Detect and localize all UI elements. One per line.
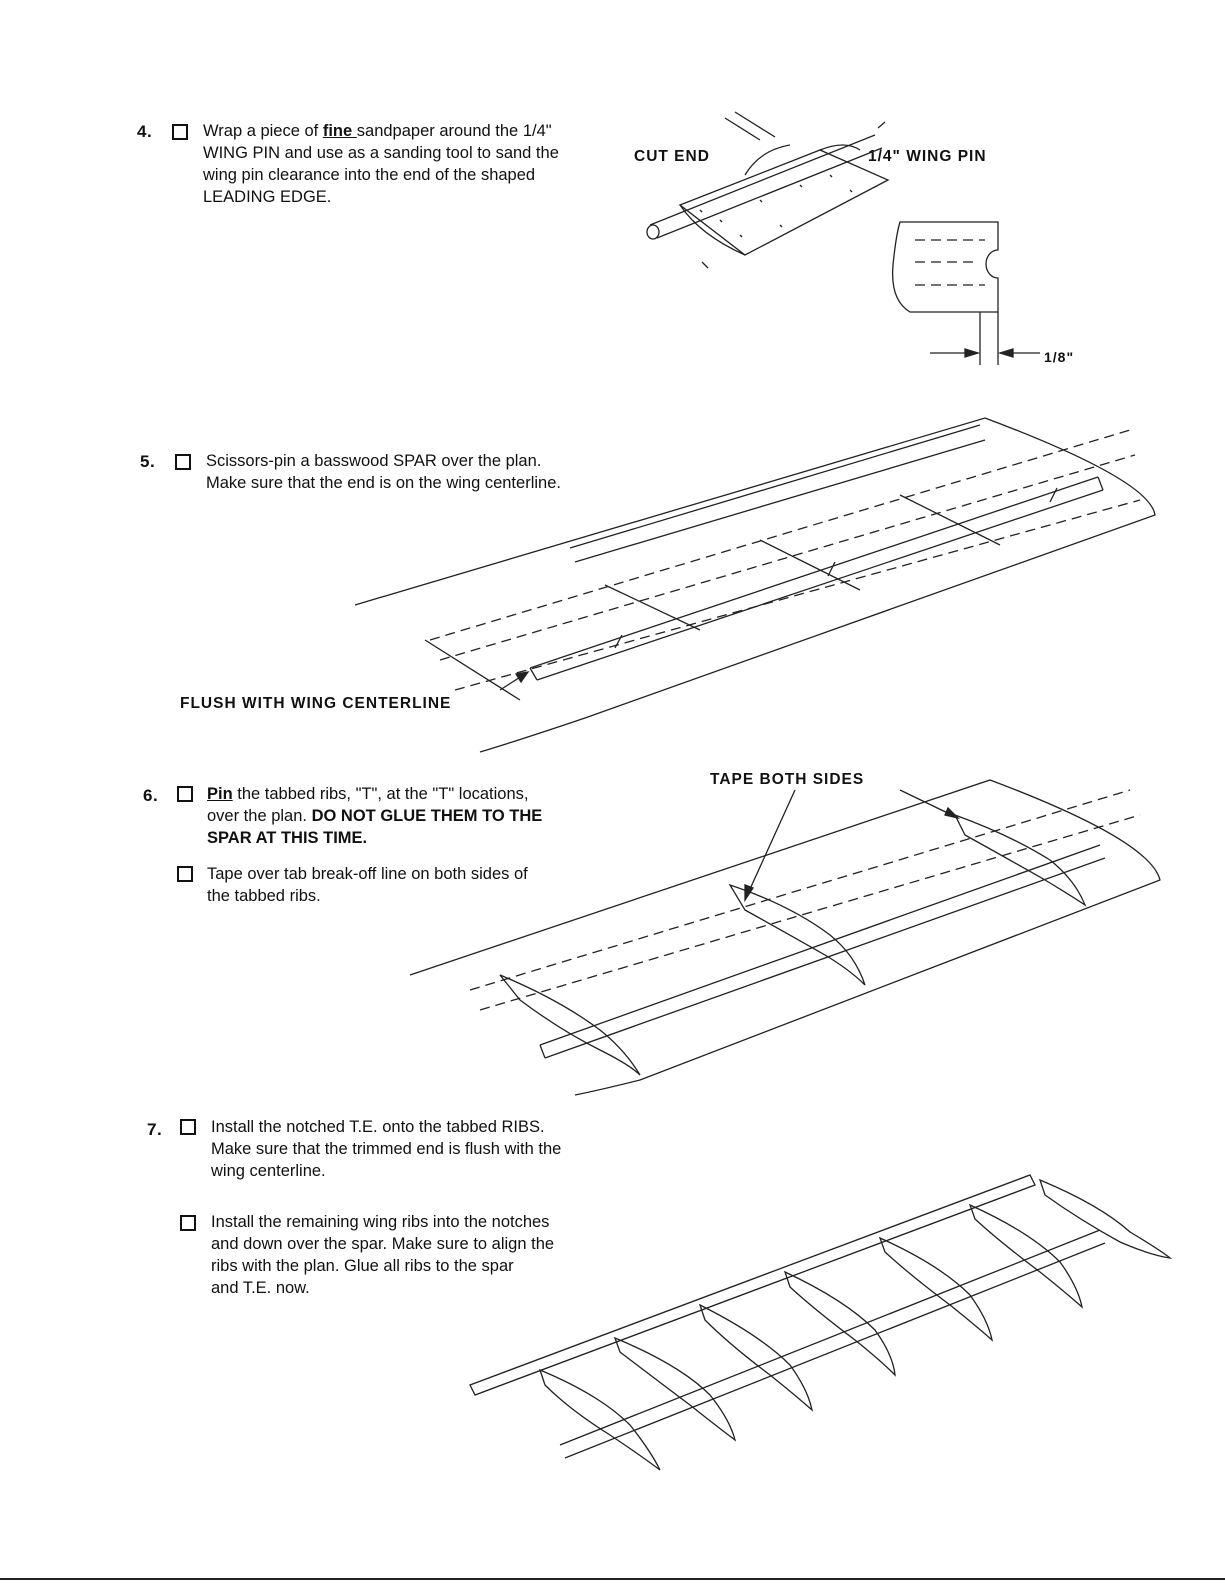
step-6-line3: SPAR AT THIS TIME. bbox=[207, 829, 368, 847]
wing-framework-illustration bbox=[469, 1174, 1173, 1471]
step-7b-line2: and down over the spar. Make sure to ali… bbox=[211, 1235, 555, 1253]
step-7a-checkbox[interactable] bbox=[180, 1119, 196, 1135]
spar-on-plan-illustration bbox=[354, 417, 1156, 753]
step-4-checkbox[interactable] bbox=[172, 124, 188, 140]
step-5-line1: Scissors-pin a basswood SPAR over the pl… bbox=[206, 452, 542, 470]
callout-dimension: 1/8" bbox=[1044, 349, 1075, 365]
step-7-number: 7. bbox=[147, 1120, 163, 1139]
step-5-checkbox[interactable] bbox=[175, 454, 191, 470]
step-7b-checkbox[interactable] bbox=[180, 1215, 196, 1231]
step-5-line2: Make sure that the end is on the wing ce… bbox=[206, 474, 561, 492]
step-6-line1: the tabbed ribs, "T", at the "T" locatio… bbox=[232, 785, 529, 803]
bottom-rule bbox=[0, 1578, 1225, 1580]
step-5-number: 5. bbox=[140, 452, 156, 471]
step-5-text: Scissors-pin a basswood SPAR over the pl… bbox=[206, 450, 646, 494]
step-4-number: 4. bbox=[137, 122, 153, 141]
step-6b-text: Tape over tab break-off line on both sid… bbox=[207, 863, 627, 907]
tabbed-ribs-illustration bbox=[409, 779, 1161, 1096]
step-6-number: 6. bbox=[143, 786, 159, 805]
step-6-line2-pre: over the plan. bbox=[207, 807, 312, 825]
step-7a-line2: Make sure that the trimmed end is flush … bbox=[211, 1140, 562, 1158]
step-6b-checkbox[interactable] bbox=[177, 866, 193, 882]
step-7a-text: Install the notched T.E. onto the tabbed… bbox=[211, 1116, 651, 1182]
step-4-text: Wrap a piece of fine sandpaper around th… bbox=[203, 120, 633, 208]
callout-cut-end: CUT END bbox=[634, 148, 710, 165]
step-7a-line1: Install the notched T.E. onto the tabbed… bbox=[211, 1118, 545, 1136]
step-7b-line3: ribs with the plan. Glue all ribs to the… bbox=[211, 1257, 514, 1275]
step-4-line1-post: sandpaper around the 1/4" bbox=[356, 122, 552, 140]
step-4-fine: fine bbox=[322, 122, 357, 140]
step-7a-line3: wing centerline. bbox=[211, 1162, 326, 1180]
callout-tape-both-sides: TAPE BOTH SIDES bbox=[710, 771, 865, 788]
step-7b-text: Install the remaining wing ribs into the… bbox=[211, 1211, 651, 1299]
leading-edge-detail-illustration bbox=[891, 221, 1040, 365]
step-7b-line4: and T.E. now. bbox=[211, 1279, 310, 1297]
step-4-line4: LEADING EDGE. bbox=[203, 188, 332, 206]
callout-wing-pin: 1/4" WING PIN bbox=[868, 148, 987, 165]
step-6a-checkbox[interactable] bbox=[177, 786, 193, 802]
step-6a-text: Pin the tabbed ribs, "T", at the "T" loc… bbox=[207, 783, 627, 849]
sandpaper-wing-pin-illustration bbox=[646, 111, 890, 269]
step-6b-line1: Tape over tab break-off line on both sid… bbox=[207, 865, 528, 883]
step-4-line2: WING PIN and use as a sanding tool to sa… bbox=[203, 144, 559, 162]
step-4-line1-pre: Wrap a piece of bbox=[203, 122, 323, 140]
step-6-line2-bold: DO NOT GLUE THEM TO THE bbox=[311, 807, 543, 825]
step-7b-line1: Install the remaining wing ribs into the… bbox=[211, 1213, 550, 1231]
step-4-line3: wing pin clearance into the end of the s… bbox=[203, 166, 536, 184]
step-6-pin: Pin bbox=[207, 785, 233, 803]
step-6b-line2: the tabbed ribs. bbox=[207, 887, 321, 905]
callout-flush-centerline: FLUSH WITH WING CENTERLINE bbox=[180, 695, 452, 712]
